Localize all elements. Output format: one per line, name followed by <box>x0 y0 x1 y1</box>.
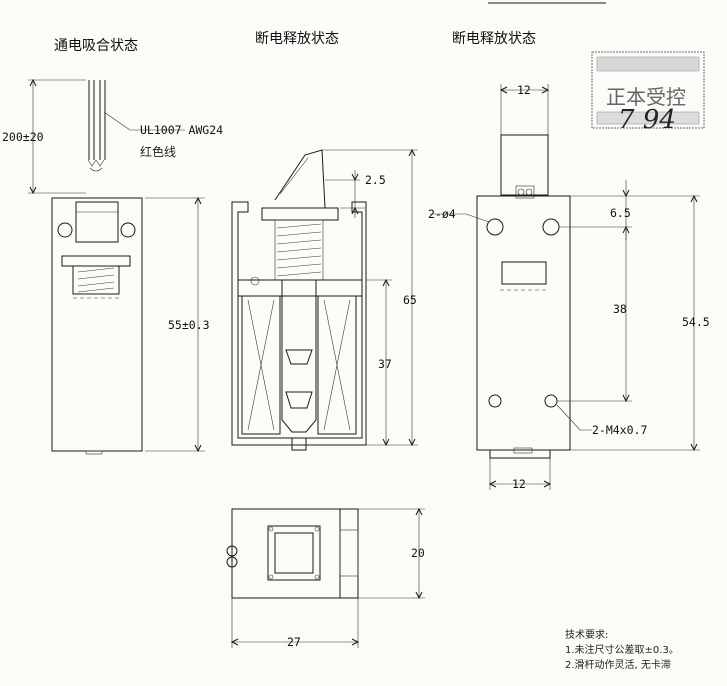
technical-notes: 技术要求: 1.未注尺寸公差取±0.3。 2.滑杆动作灵活, 无卡滞 <box>565 628 679 671</box>
wire-color-label: 红色线 <box>140 144 176 159</box>
bottom-height-label: 20 <box>411 546 425 560</box>
body-length-label: 55±0.3 <box>168 318 210 332</box>
body-height-label: 54.5 <box>682 315 710 329</box>
hole-spacing-label: 38 <box>613 302 627 316</box>
review-stamp: 正本受控 7 94 <box>591 51 705 135</box>
top-width-label: 12 <box>517 83 531 97</box>
overall-height-label: 65 <box>403 293 417 307</box>
mount-holes-label: 2-ø4 <box>428 207 456 221</box>
notes-heading: 技术要求: <box>565 628 608 641</box>
bottom-width-label: 12 <box>512 477 526 491</box>
coil-height-label: 37 <box>378 357 392 371</box>
hole-offset-label: 6.5 <box>610 206 631 220</box>
left-view: 200±20 UL1007 AWG24 红色线 55±0.3 <box>2 78 223 455</box>
wire-spec-label: UL1007 AWG24 <box>140 123 223 137</box>
stamp-text: 正本受控 <box>606 85 686 109</box>
middle-view-title: 断电释放状态 <box>255 31 339 47</box>
bottom-width-27-label: 27 <box>287 635 301 649</box>
stroke-label: 2.5 <box>365 173 386 187</box>
lead-length-label: 200±20 <box>2 130 44 144</box>
left-view-title: 通电吸合状态 <box>54 38 138 54</box>
bottom-view: 20 27 <box>226 507 425 649</box>
middle-view: 2.5 37 65 <box>231 148 418 451</box>
right-view-title: 断电释放状态 <box>452 31 536 47</box>
notes-line-1: 1.未注尺寸公差取±0.3。 <box>565 643 679 656</box>
stamp-handwriting: 7 94 <box>618 105 676 135</box>
notes-line-2: 2.滑杆动作灵活, 无卡滞 <box>565 658 671 671</box>
right-view: 12 2-ø4 6.5 38 54.5 <box>428 83 710 491</box>
threaded-holes-label: 2-M4x0.7 <box>592 423 647 437</box>
